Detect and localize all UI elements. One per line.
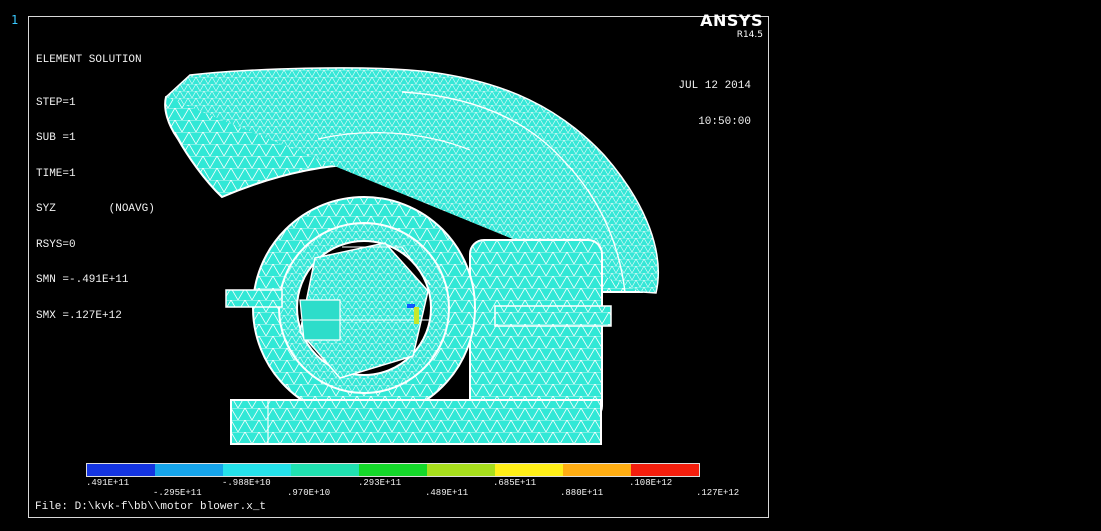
ansys-version: R14.5 <box>736 30 763 40</box>
legend-color-band-2 <box>155 464 223 476</box>
legend-label-3: -.988E+10 <box>222 478 271 488</box>
step-value: STEP=1 <box>36 96 76 109</box>
motor-housing <box>252 196 603 421</box>
mounting-flanges <box>225 289 612 445</box>
legend-color-band-8 <box>563 464 631 476</box>
smn-value: SMN =-.491E+11 <box>36 274 129 286</box>
legend-color-band-4 <box>291 464 359 476</box>
legend-label-6: .489E+11 <box>425 488 469 498</box>
smx-value: SMX =.127E+12 <box>36 309 122 322</box>
contour-legend-bar <box>86 463 700 477</box>
legend-color-band-9 <box>631 464 699 476</box>
legend-color-band-7 <box>495 464 563 476</box>
legend-label-4: .970E+10 <box>287 488 331 498</box>
legend-label-5: .293E+11 <box>358 478 402 488</box>
legend-color-band-6 <box>427 464 495 476</box>
date-label: JUL 12 2014 <box>678 80 751 92</box>
timestamp: JUL 12 2014 10:50:00 <box>678 56 751 152</box>
legend-label-1: .491E+11 <box>86 478 130 488</box>
legend-color-band-3 <box>223 464 291 476</box>
window-number: 1 <box>11 13 19 27</box>
legend-label-10: .127E+12 <box>696 488 740 498</box>
graphics-frame <box>28 16 769 518</box>
legend-label-9: .108E+12 <box>629 478 673 488</box>
solution-title: ELEMENT SOLUTION <box>36 54 142 66</box>
stress-component: SYZ (NOAVG) <box>36 203 155 215</box>
legend-label-8: .880E+11 <box>560 488 604 498</box>
file-path: File: D:\kvk-f\bb\\motor blower.x_t <box>35 501 267 513</box>
legend-label-7: .685E+11 <box>493 478 537 488</box>
ansys-brand: ANSYS <box>700 11 763 30</box>
time-value: TIME=1 <box>36 167 76 180</box>
solution-info: ELEMENT SOLUTION STEP=1 SUB =1 TIME=1 SY… <box>36 30 155 345</box>
legend-color-band-1 <box>87 464 155 476</box>
rsys-value: RSYS=0 <box>36 238 76 251</box>
substep-value: SUB =1 <box>36 132 76 144</box>
time-label: 10:50:00 <box>698 116 751 128</box>
ansys-logo: ANSYS R14.5 <box>693 11 763 41</box>
legend-label-2: -.295E+11 <box>153 488 202 498</box>
legend-color-band-5 <box>359 464 427 476</box>
